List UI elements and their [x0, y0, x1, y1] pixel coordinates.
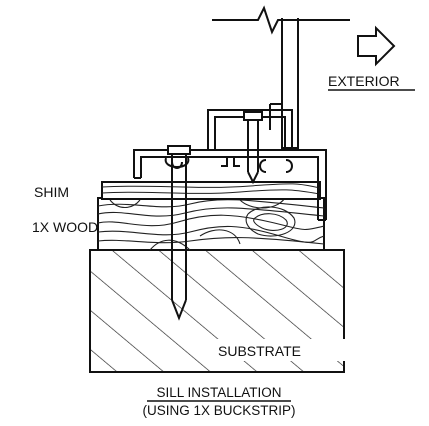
caption-title: SILL INSTALLATION — [156, 385, 281, 400]
substrate-label: SUBSTRATE — [218, 343, 301, 359]
sill-frame-profile — [133, 109, 327, 221]
caption-subtitle: (USING 1X BUCKSTRIP) — [142, 403, 295, 418]
frame-screw — [243, 111, 263, 185]
wood-buckstrip — [97, 197, 325, 251]
wood-label: 1X WOOD — [32, 219, 98, 235]
exterior-label: EXTERIOR — [328, 73, 400, 89]
shim — [101, 181, 321, 200]
break-line — [212, 5, 350, 35]
glass-panel — [269, 18, 299, 149]
substrate-block — [89, 249, 350, 373]
exterior-arrow-icon — [357, 25, 396, 67]
shim-label: SHIM — [34, 184, 69, 200]
fastener-screw — [167, 145, 191, 321]
